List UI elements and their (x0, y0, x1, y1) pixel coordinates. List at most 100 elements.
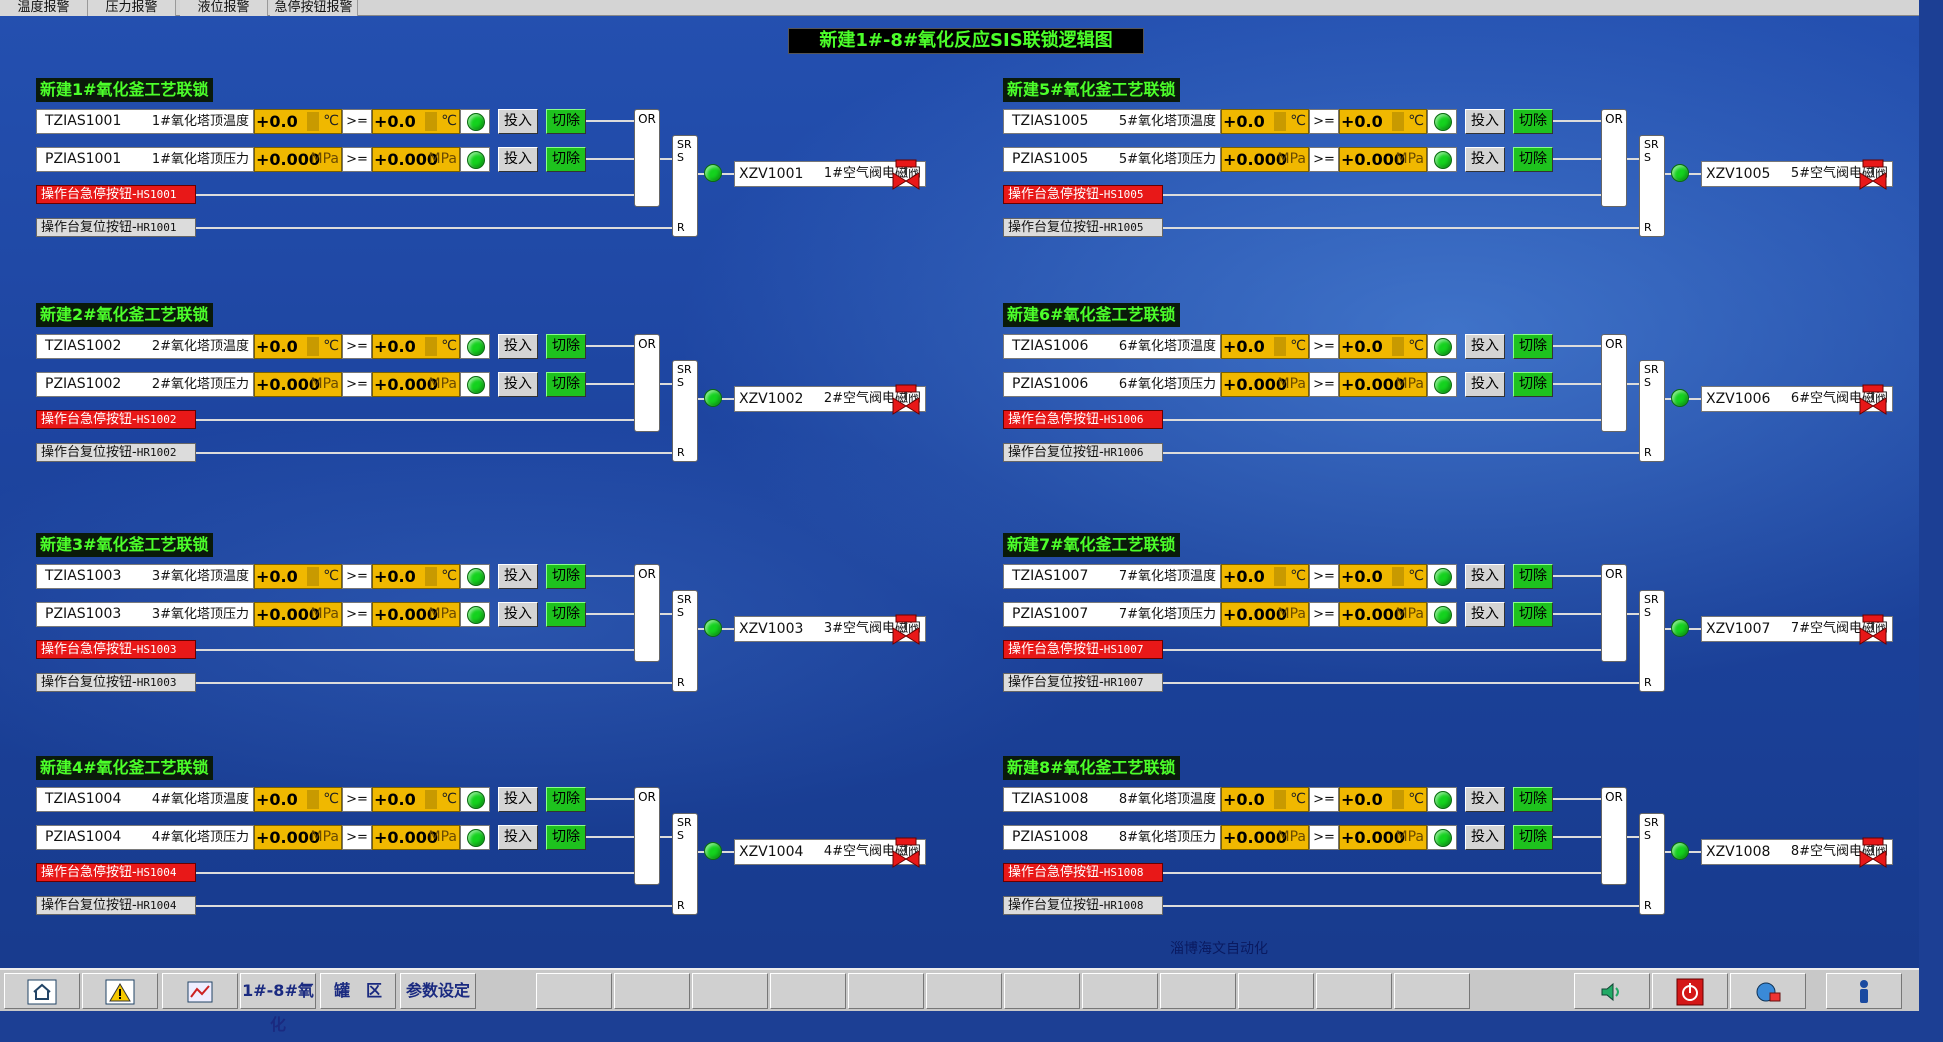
temperature-bypass-button[interactable]: 切除 (1513, 334, 1553, 359)
empty-slot-2[interactable] (614, 973, 690, 1009)
tab-temperature-alarm[interactable]: 温度报警 (0, 0, 88, 16)
temperature-setpoint[interactable]: +0.0℃ (372, 787, 460, 812)
temperature-bypass-button[interactable]: 切除 (546, 109, 586, 134)
alarm-button[interactable] (82, 973, 158, 1009)
pressure-enable-button[interactable]: 投入 (1465, 372, 1505, 397)
emergency-stop-button[interactable]: 操作台急停按钮-HS1001 (36, 185, 196, 204)
temperature-setpoint[interactable]: +0.0℃ (1339, 564, 1427, 589)
temperature-enable-button[interactable]: 投入 (498, 109, 538, 134)
temperature-bypass-button[interactable]: 切除 (1513, 787, 1553, 812)
pressure-enable-button[interactable]: 投入 (498, 372, 538, 397)
valve-icon[interactable] (892, 159, 920, 191)
reset-button[interactable]: 操作台复位按钮-HR1002 (36, 443, 196, 462)
temperature-enable-button[interactable]: 投入 (1465, 564, 1505, 589)
empty-slot-10[interactable] (1238, 973, 1314, 1009)
empty-slot-11[interactable] (1316, 973, 1392, 1009)
nav-parameter-button[interactable]: 参数设定 (400, 973, 476, 1009)
reset-button[interactable]: 操作台复位按钮-HR1007 (1003, 673, 1163, 692)
reset-button[interactable]: 操作台复位按钮-HR1001 (36, 218, 196, 237)
temperature-bypass-button[interactable]: 切除 (546, 564, 586, 589)
temperature-enable-button[interactable]: 投入 (498, 334, 538, 359)
valve-icon[interactable] (892, 837, 920, 869)
reset-button[interactable]: 操作台复位按钮-HR1003 (36, 673, 196, 692)
temperature-enable-button[interactable]: 投入 (498, 564, 538, 589)
empty-slot-5[interactable] (848, 973, 924, 1009)
temperature-enable-button[interactable]: 投入 (1465, 334, 1505, 359)
reset-button[interactable]: 操作台复位按钮-HR1004 (36, 896, 196, 915)
temperature-enable-button[interactable]: 投入 (498, 787, 538, 812)
emergency-stop-button[interactable]: 操作台急停按钮-HS1007 (1003, 640, 1163, 659)
shutdown-button[interactable] (1652, 973, 1728, 1009)
valve-icon[interactable] (892, 614, 920, 646)
pressure-bypass-button[interactable]: 切除 (546, 602, 586, 627)
valve-icon[interactable] (1859, 159, 1887, 191)
temperature-enable-button[interactable]: 投入 (1465, 787, 1505, 812)
temperature-enable-button[interactable]: 投入 (1465, 109, 1505, 134)
pressure-enable-button[interactable]: 投入 (498, 825, 538, 850)
temperature-setpoint[interactable]: +0.0℃ (372, 564, 460, 589)
emergency-stop-button[interactable]: 操作台急停按钮-HS1004 (36, 863, 196, 882)
pressure-enable-button[interactable]: 投入 (498, 147, 538, 172)
trend-button[interactable] (162, 973, 238, 1009)
temperature-setpoint[interactable]: +0.0℃ (372, 334, 460, 359)
temperature-setpoint[interactable]: +0.0℃ (372, 109, 460, 134)
nav-tank-area-button[interactable]: 罐 区 (320, 973, 396, 1009)
empty-slot-8[interactable] (1082, 973, 1158, 1009)
empty-slot-12[interactable] (1394, 973, 1470, 1009)
pressure-bypass-button[interactable]: 切除 (1513, 602, 1553, 627)
pressure-enable-button[interactable]: 投入 (1465, 147, 1505, 172)
empty-slot-7[interactable] (1004, 973, 1080, 1009)
empty-slot-9[interactable] (1160, 973, 1236, 1009)
reset-button[interactable]: 操作台复位按钮-HR1005 (1003, 218, 1163, 237)
emergency-stop-button[interactable]: 操作台急停按钮-HS1003 (36, 640, 196, 659)
emergency-stop-button[interactable]: 操作台急停按钮-HS1005 (1003, 185, 1163, 204)
temperature-bypass-button[interactable]: 切除 (1513, 109, 1553, 134)
network-button[interactable] (1730, 973, 1806, 1009)
empty-slot-4[interactable] (770, 973, 846, 1009)
tab-estop-alarm[interactable]: 急停按钮报警 (270, 0, 358, 16)
pressure-enable-button[interactable]: 投入 (1465, 602, 1505, 627)
temperature-bypass-button[interactable]: 切除 (1513, 564, 1553, 589)
reset-label: 操作台复位按钮- (1008, 675, 1104, 690)
home-button[interactable] (4, 973, 80, 1009)
temperature-bypass-button[interactable]: 切除 (546, 334, 586, 359)
empty-slot-3[interactable] (692, 973, 768, 1009)
nav-oxidation-button[interactable]: 1#-8#氧化 (240, 973, 316, 1034)
emergency-stop-button[interactable]: 操作台急停按钮-HS1008 (1003, 863, 1163, 882)
empty-slot-6[interactable] (926, 973, 1002, 1009)
valve-icon[interactable] (892, 384, 920, 416)
temperature-bypass-button[interactable]: 切除 (546, 787, 586, 812)
reset-button[interactable]: 操作台复位按钮-HR1006 (1003, 443, 1163, 462)
reset-button[interactable]: 操作台复位按钮-HR1008 (1003, 896, 1163, 915)
valve-icon[interactable] (1859, 837, 1887, 869)
pressure-enable-button[interactable]: 投入 (1465, 825, 1505, 850)
emergency-stop-button[interactable]: 操作台急停按钮-HS1002 (36, 410, 196, 429)
temperature-setpoint[interactable]: +0.0℃ (1339, 109, 1427, 134)
tab-level-alarm[interactable]: 液位报警 (180, 0, 268, 16)
pressure-bypass-button[interactable]: 切除 (1513, 372, 1553, 397)
temperature-setpoint[interactable]: +0.0℃ (1339, 787, 1427, 812)
pressure-bypass-button[interactable]: 切除 (546, 825, 586, 850)
pressure-enable-button[interactable]: 投入 (498, 602, 538, 627)
emergency-stop-button[interactable]: 操作台急停按钮-HS1006 (1003, 410, 1163, 429)
valve-icon[interactable] (1859, 384, 1887, 416)
pressure-bypass-button[interactable]: 切除 (546, 372, 586, 397)
user-button[interactable] (1826, 973, 1902, 1009)
pressure-bypass-button[interactable]: 切除 (1513, 825, 1553, 850)
temperature-setpoint[interactable]: +0.0℃ (1339, 334, 1427, 359)
pressure-bypass-button[interactable]: 切除 (546, 147, 586, 172)
sound-button[interactable] (1574, 973, 1650, 1009)
valve-icon[interactable] (1859, 614, 1887, 646)
tab-pressure-alarm[interactable]: 压力报警 (88, 0, 176, 16)
pressure-bypass-button[interactable]: 切除 (1513, 147, 1553, 172)
empty-slot-1[interactable] (536, 973, 612, 1009)
